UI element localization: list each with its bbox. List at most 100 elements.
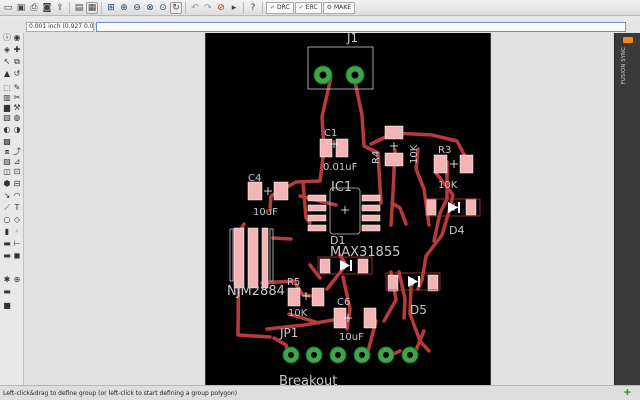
command-toolbar: ⓘ ◉ ◈ ✚ ↖ ⧉ ▲ ↺ ⬚ ✎ ▥ ✂ ▆ ⚒ ▧ ◍ ◐ ◑ ▩ ⧈ … (0, 33, 24, 385)
ratsnest-icon[interactable]: ⬢ (3, 179, 11, 188)
cut-icon[interactable]: ✂ (13, 93, 21, 102)
run-ulp-icon[interactable]: ▦ (86, 1, 98, 14)
move-icon[interactable]: ↖ (3, 57, 11, 66)
split-icon[interactable]: ▩ (3, 137, 11, 146)
zoom-in-icon[interactable]: ⊕ (120, 2, 128, 13)
command-line-input[interactable] (96, 22, 626, 32)
zoom-previous-icon[interactable]: ⊗ (146, 2, 154, 13)
label-r3: R3 (438, 145, 451, 156)
slice-icon[interactable]: ⊿ (13, 157, 21, 166)
component-frames (317, 198, 481, 291)
erc-button[interactable]: ✓ ERC (294, 1, 322, 14)
label-c6-value: 10uF (339, 332, 364, 343)
script-icon[interactable]: ▤ (74, 2, 84, 13)
grid-icon[interactable]: ⊕ (13, 275, 21, 284)
through-hole-pads (282, 65, 419, 364)
paste-icon[interactable]: ▥ (3, 93, 11, 102)
line-icon[interactable]: ⟋ (4, 203, 10, 212)
command-bar: 0.001 inch (0.927 0.045) (0, 21, 640, 33)
display-icon[interactable]: ◈ (3, 45, 11, 54)
help-icon[interactable]: ? (250, 2, 256, 13)
optimize-icon[interactable]: ⧈ (4, 147, 10, 156)
label-c1: C1 (324, 128, 337, 139)
label-breakout: Breakout (279, 374, 337, 385)
show-icon[interactable]: ◉ (13, 33, 21, 42)
polygon-icon[interactable]: ◇ (13, 215, 21, 224)
route-icon[interactable]: ⤴ (13, 147, 21, 156)
auto-icon[interactable]: ⊟ (13, 179, 21, 188)
label-r5: R5 (287, 277, 300, 288)
zoom-out-icon[interactable]: ⊖ (133, 2, 141, 13)
mark-icon[interactable]: ✚ (13, 45, 21, 54)
zoom-fit-icon[interactable]: ⊞ (107, 2, 115, 13)
settings-icon[interactable]: ✱ (3, 275, 11, 284)
undo-icon[interactable]: ↶ (191, 2, 199, 13)
arc-icon[interactable]: ◠ (13, 191, 21, 200)
hole-icon[interactable]: ◦ (14, 227, 20, 236)
label-c1-value: 0.01uF (323, 162, 358, 173)
attribute-icon[interactable]: ▬ (3, 239, 11, 248)
stop-icon[interactable]: ⊘ (217, 2, 225, 13)
smd-pads (233, 125, 477, 329)
wire-icon[interactable]: ↘ (3, 191, 11, 200)
dimension-icon[interactable]: ⊢ (13, 239, 21, 248)
status-ok-icon: ✚ (624, 388, 631, 397)
save-icon[interactable]: ▣ (16, 2, 26, 13)
text-icon[interactable]: T (14, 203, 20, 212)
rotate-icon[interactable]: ↺ (13, 69, 21, 78)
toolbar-divider (101, 1, 102, 14)
layer-icon[interactable]: ▬ (3, 287, 11, 296)
label-r4: R4 (371, 151, 382, 164)
via-icon[interactable]: ◫ (3, 167, 11, 176)
label-njm2884: NJM2884 (227, 284, 285, 299)
component-outlines (229, 46, 374, 282)
print-icon[interactable]: ⎙ (30, 2, 38, 13)
toolbar-divider (69, 1, 70, 14)
copy-icon[interactable]: ⧉ (14, 57, 20, 66)
group-icon[interactable]: ⬚ (3, 83, 11, 92)
circle-icon[interactable]: ○ (3, 215, 11, 224)
pcb-layout[interactable]: J1 C1 0.01uF R4 10K R3 10K C4 10uF IC1 M… (24, 31, 614, 389)
main-toolbar: ▭ ▣ ⎙ ◙ ⇪ ▤ ▦ ⊞ ⊕ ⊖ ⊗ ⊙ ↻ ↶ ↷ ⊘ ▸ ? ✓ DR… (0, 0, 640, 16)
label-ic1: IC1 (331, 180, 352, 195)
smash-icon[interactable]: ◐ (3, 125, 11, 134)
redraw-icon[interactable]: ↻ (170, 1, 182, 14)
ripup-icon[interactable]: ▨ (3, 157, 11, 166)
diode-symbols (340, 202, 460, 287)
open-icon[interactable]: ▭ (3, 2, 13, 13)
label-ic1-value: MAX31855 (330, 245, 400, 260)
right-side-panel: FUSION SYNC (614, 33, 640, 385)
rect-icon[interactable]: ▮ (4, 227, 10, 236)
export-icon[interactable]: ⇪ (56, 2, 64, 13)
fusion-logo-icon (623, 37, 633, 43)
mirror-icon[interactable]: ▲ (3, 69, 11, 78)
zoom-select-icon[interactable]: ⊙ (159, 2, 167, 13)
make-button[interactable]: ⚙ MAKE (322, 1, 356, 14)
change-icon[interactable]: ✎ (13, 83, 21, 92)
fusion-sync-label[interactable]: FUSION SYNC (621, 47, 627, 85)
label-d4: D4 (449, 224, 464, 237)
signal-icon[interactable]: ⊡ (13, 167, 21, 176)
label-c6: C6 (337, 297, 350, 308)
check-icon[interactable]: ■ (3, 301, 11, 310)
delete-icon[interactable]: ▆ (3, 103, 11, 112)
board-canvas[interactable]: J1 C1 0.01uF R4 10K R3 10K C4 10uF IC1 M… (24, 31, 614, 389)
go-icon[interactable]: ▸ (231, 2, 237, 13)
status-message: Left-click&drag to define group (or left… (3, 389, 238, 397)
info-icon[interactable]: ⓘ (3, 33, 11, 42)
coordinate-readout: 0.001 inch (0.927 0.045) (26, 22, 94, 32)
drc-icon: ✓ (270, 4, 276, 11)
redo-icon[interactable]: ↷ (204, 2, 212, 13)
drc-button[interactable]: ✓ DRC (266, 1, 294, 14)
label-r4-value: 10K (409, 144, 420, 164)
erc-icon: ✓ (298, 4, 304, 11)
mitre-icon[interactable]: ◑ (13, 125, 21, 134)
cam-icon[interactable]: ◙ (42, 2, 52, 13)
replace-icon[interactable]: ▧ (3, 113, 11, 122)
wrench-icon[interactable]: ⚒ (13, 103, 21, 112)
drc-tool-icon[interactable]: ▬ (3, 251, 11, 260)
toolbar-divider (185, 1, 186, 14)
lock-icon[interactable]: ◍ (13, 113, 21, 122)
errors-icon[interactable]: ◼ (13, 251, 21, 260)
toolbar-divider (262, 1, 263, 14)
